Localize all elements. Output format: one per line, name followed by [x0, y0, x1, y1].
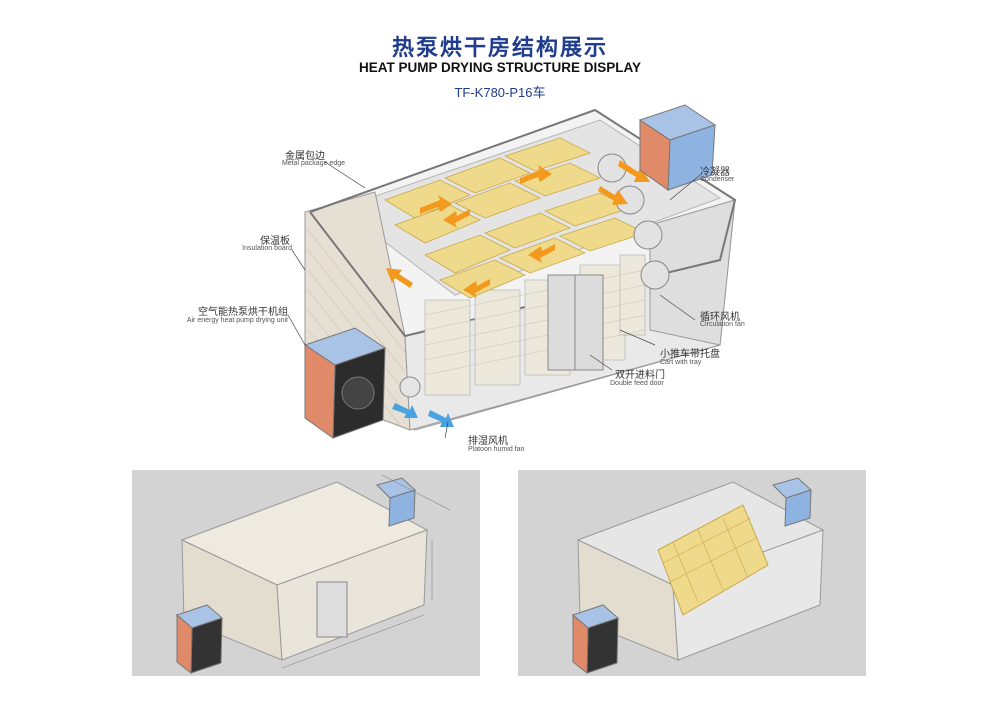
label-insulation: 保温板	[260, 236, 290, 247]
room-door	[316, 581, 348, 638]
label-cart: 小推车带托盘	[660, 349, 720, 360]
trays	[384, 137, 647, 299]
label-metal-edge: 金属包边	[285, 151, 325, 162]
label-cart-en: Cart with tray	[660, 359, 702, 366]
label-unit-en: Air energy heat pump drying unit	[186, 317, 288, 324]
closed-room-panel	[132, 470, 480, 676]
heat-pump-unit-icon	[638, 104, 717, 191]
label-circulation: 循环风机	[700, 312, 740, 323]
label-metal-edge-en: Metal package edge	[281, 160, 345, 167]
fan-icon	[399, 376, 421, 398]
airflow-arrow-icon	[392, 403, 454, 427]
label-fan-en: Platoon humid fan	[468, 446, 525, 453]
label-fan: 排湿风机	[468, 436, 508, 447]
right-wall	[649, 199, 736, 346]
label-circulation-en: Circulation fan	[700, 321, 745, 328]
label-door-en: Double feed door	[610, 380, 664, 387]
metal-edge	[309, 108, 737, 338]
airflow-arrow-icon	[386, 160, 650, 298]
label-door: 双开进料门	[615, 370, 665, 381]
drying-room-diagram	[287, 104, 737, 439]
label-condenser: 冷凝器	[700, 167, 730, 178]
label-insulation-en: Insulation board	[242, 245, 292, 252]
page-title: 热泵烘干房结构展示	[391, 36, 608, 61]
label-condenser-en: Condenser	[700, 176, 735, 183]
model-number: TF-K780-P16车	[454, 85, 546, 100]
cutaway-room-panel	[518, 470, 866, 676]
heat-pump-unit-icon	[303, 327, 387, 439]
fan-icon	[597, 153, 670, 290]
page-subtitle: HEAT PUMP DRYING STRUCTURE DISPLAY	[358, 60, 642, 75]
label-unit: 空气能热泵烘干机组	[198, 307, 288, 318]
room-side-front	[276, 529, 428, 661]
